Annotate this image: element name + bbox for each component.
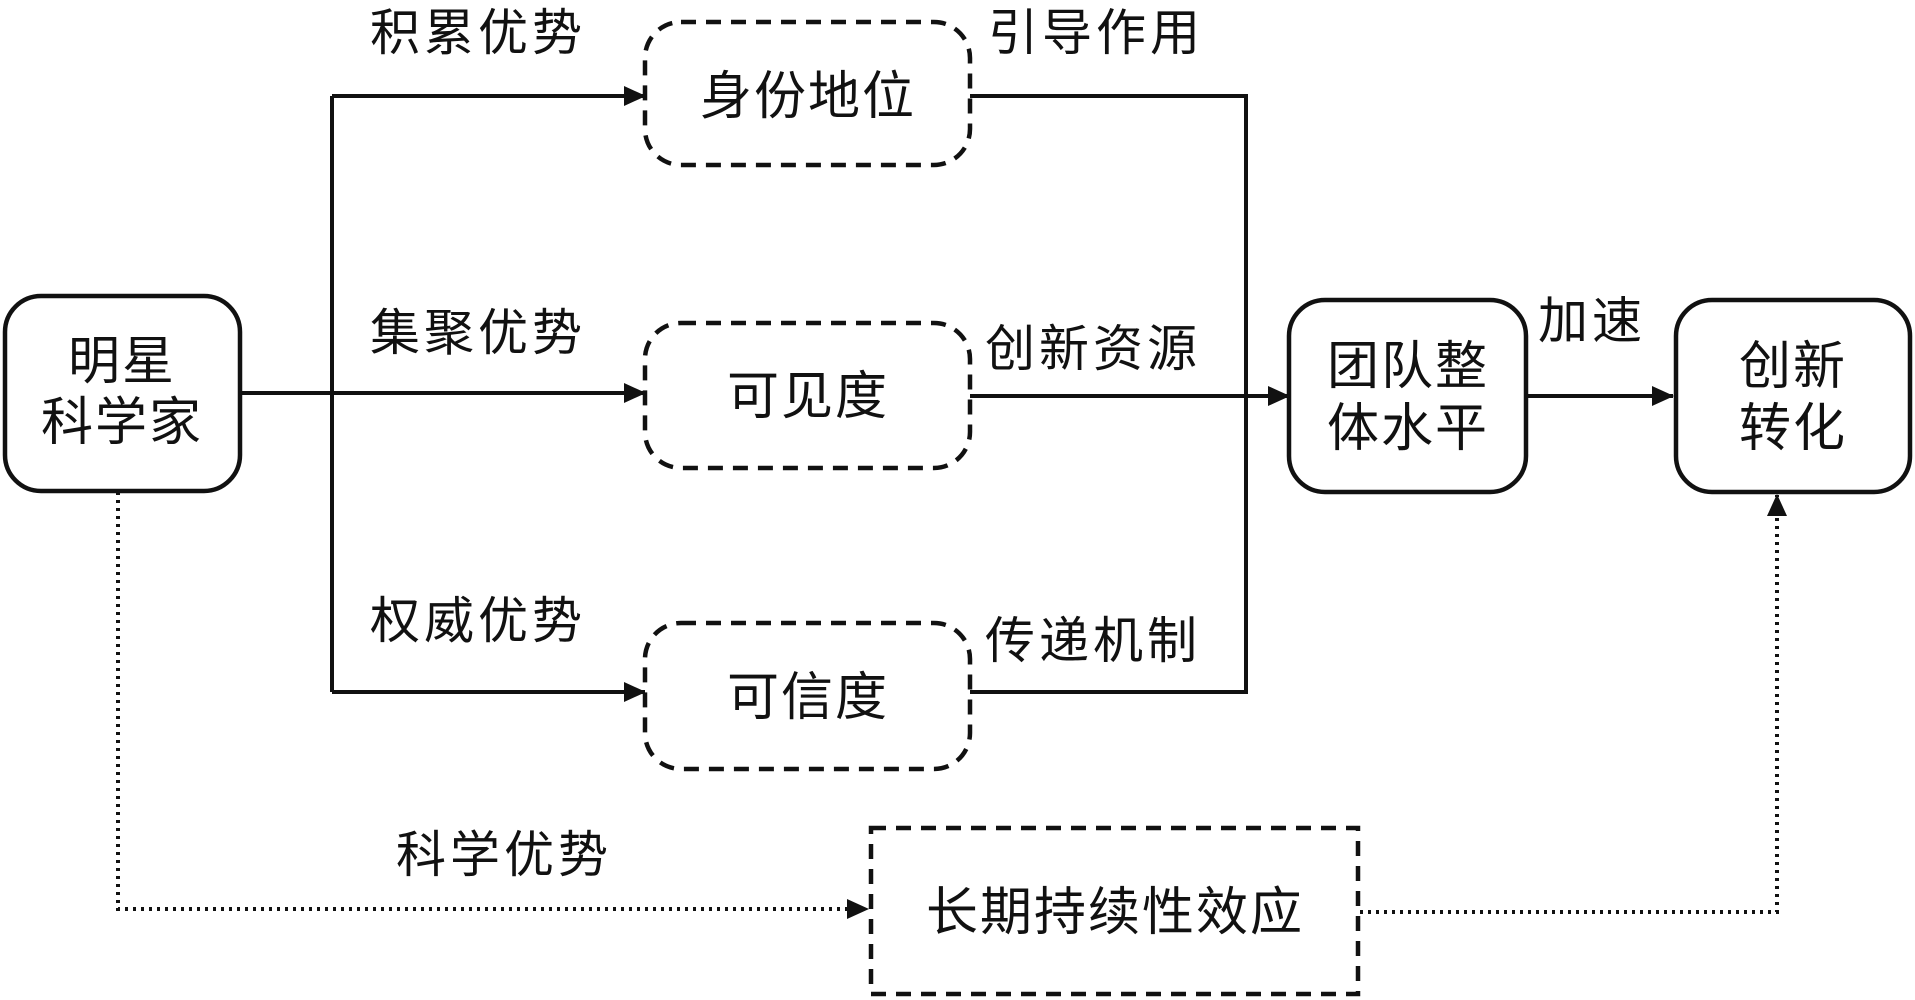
node-innovation-transform-line2: 转化 [1739, 399, 1847, 459]
node-visibility-label: 可见度 [727, 367, 889, 427]
node-team-level-line1: 团队整 [1327, 337, 1489, 397]
node-star-scientist-line1: 明星 [68, 332, 176, 392]
label-scientific-advantage: 科学优势 [396, 826, 612, 884]
node-identity-status-label: 身份地位 [700, 67, 916, 127]
label-innovation-resources: 创新资源 [985, 320, 1201, 378]
node-star-scientist: 明星 科学家 [2, 293, 243, 494]
node-long-term-effect-label: 长期持续性效应 [926, 883, 1304, 943]
node-team-level-line2: 体水平 [1327, 399, 1489, 459]
label-agglomeration-advantage: 集聚优势 [370, 304, 586, 362]
edge-long-term-to-innovation [1360, 494, 1787, 914]
label-accumulation-advantage: 积累优势 [370, 4, 586, 62]
label-authority-advantage: 权威优势 [370, 592, 586, 650]
node-identity-status: 身份地位 [642, 19, 973, 168]
edge-star-to-long-term [116, 492, 869, 919]
node-credibility-label: 可信度 [727, 668, 889, 728]
node-credibility: 可信度 [642, 620, 973, 772]
label-guiding-role: 引导作用 [988, 4, 1204, 62]
node-star-scientist-line2: 科学家 [41, 393, 203, 453]
node-visibility: 可见度 [642, 320, 973, 471]
label-accelerate: 加速 [1538, 292, 1646, 350]
node-innovation-transform-line1: 创新 [1739, 337, 1847, 397]
node-innovation-transform: 创新 转化 [1673, 297, 1913, 495]
node-team-level: 团队整 体水平 [1286, 297, 1529, 495]
node-long-term-effect: 长期持续性效应 [868, 825, 1361, 997]
label-transmission-mechanism: 传递机制 [985, 612, 1201, 670]
